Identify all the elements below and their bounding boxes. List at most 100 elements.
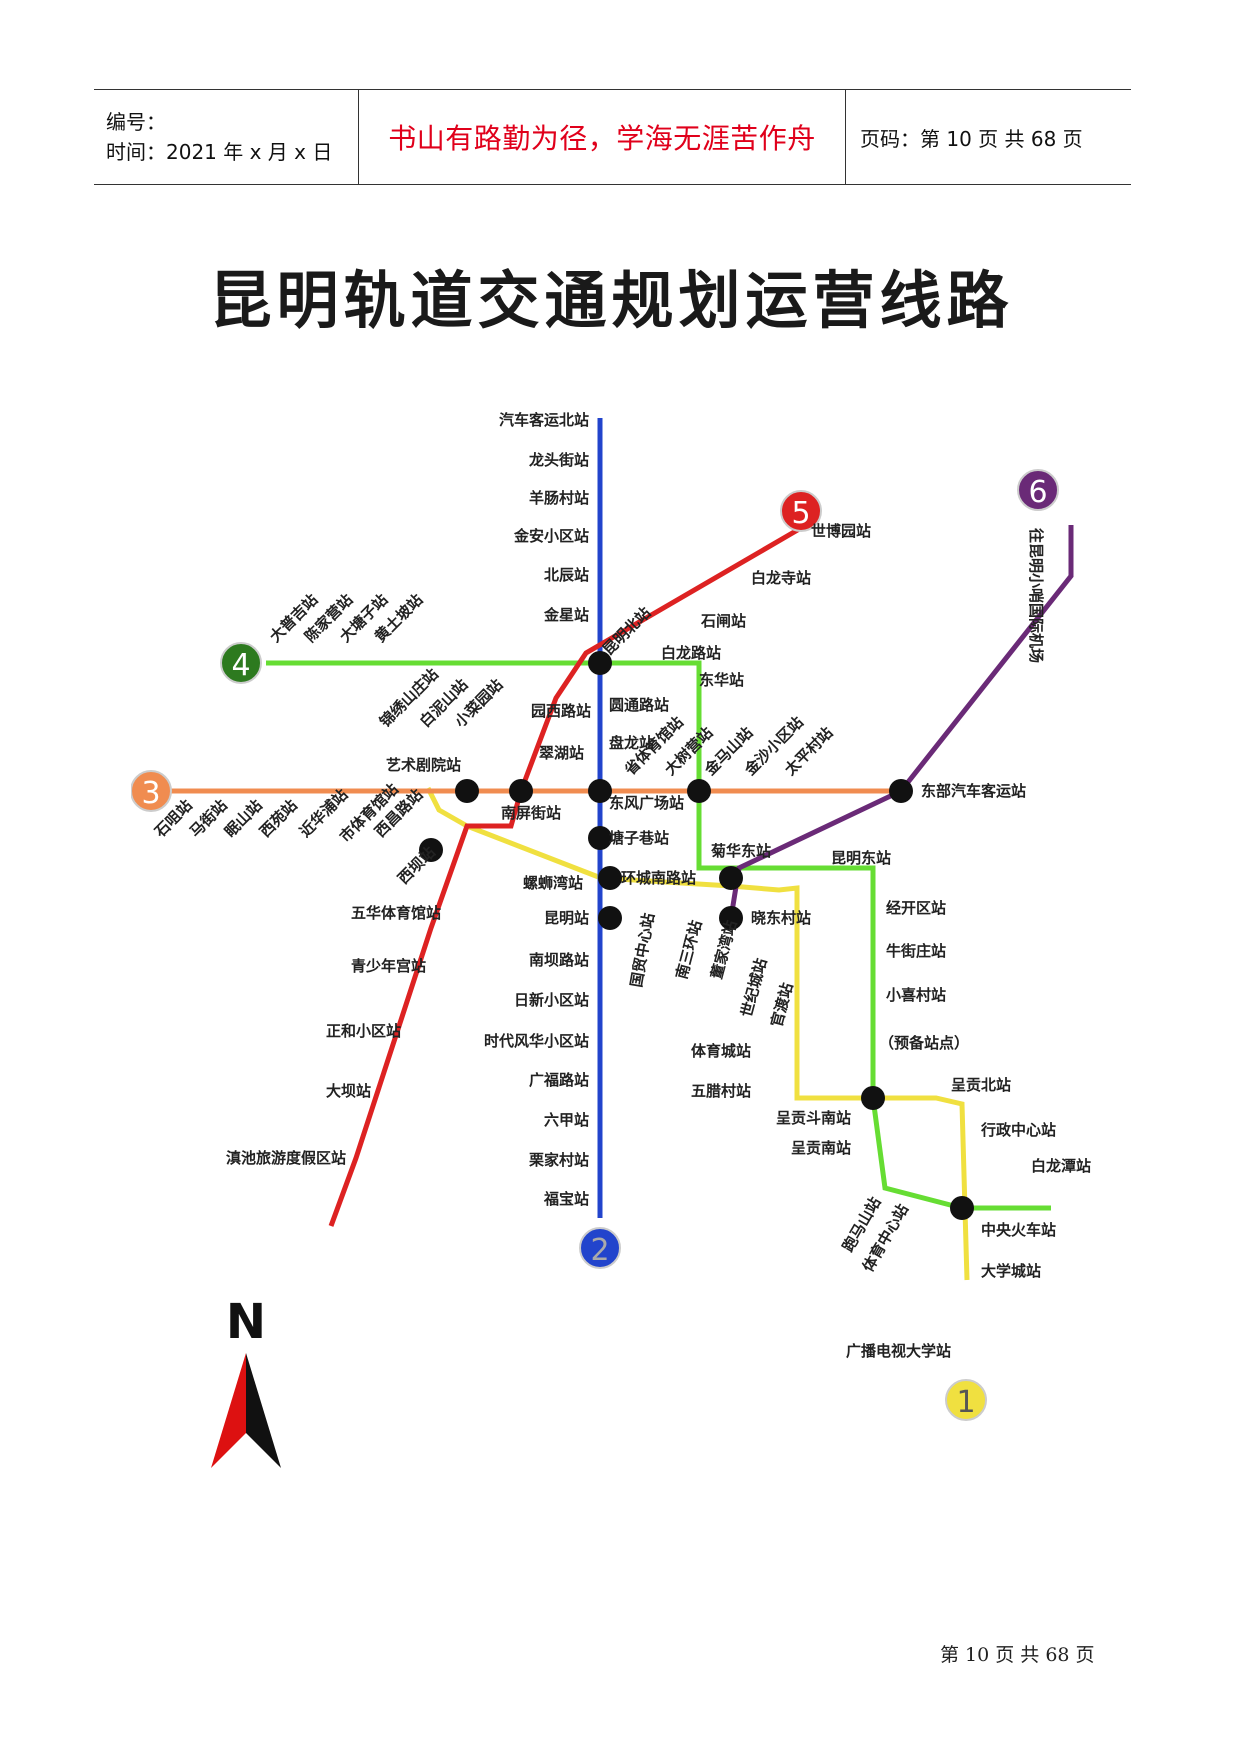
line5_stations-label: 青少年宫站 — [351, 957, 426, 975]
north-arrow-left-half — [211, 1353, 246, 1468]
line5_stations-label: 白龙路站 — [661, 644, 721, 662]
metro-map-graphic: 1 2 3 4 5 6 N 汽车客运北站龙头街站羊肠村站金安小区站北辰站金星站圆… — [131, 411, 1091, 1468]
line1_stations-label: 广播电视大学站 — [846, 1342, 951, 1360]
page-info-text: 页码：第 10 页 共 68 页 — [860, 126, 1083, 151]
line1_stations-label: 呈贡北站 — [951, 1076, 1011, 1094]
line2_stations-label: 时代风华小区站 — [484, 1032, 589, 1050]
interchange-east-bus — [889, 779, 913, 803]
interchange-shengtiyu — [687, 779, 711, 803]
line-badge-6-label: 6 — [1028, 475, 1047, 510]
line-badge-6: 6 — [1017, 469, 1059, 511]
line1_stations-label: 体育城站 — [691, 1042, 751, 1060]
interchange-huancheng — [598, 866, 622, 890]
interchange-stations — [419, 651, 974, 1220]
line2_stations-label: 六甲站 — [544, 1111, 589, 1129]
other_stations-label: 经开区站 — [886, 899, 946, 917]
interchange-nanping — [509, 779, 533, 803]
line5_stations-label: 滇池旅游度假区站 — [226, 1149, 346, 1167]
line-badge-5: 5 — [780, 490, 822, 532]
line2_stations-label: 金安小区站 — [513, 527, 589, 545]
line1-track — [466, 823, 970, 1281]
line-badge-4-label: 4 — [231, 648, 250, 683]
line1_stations-label: 南三环站 — [672, 918, 705, 981]
interchange-xiaodong — [719, 906, 743, 930]
line3_stations-label: 眠山站 — [221, 796, 266, 841]
line5_stations-label: 昆明北站 — [599, 604, 654, 659]
line1_stations-label: 螺蛳湾站 — [523, 874, 583, 892]
line-badge-1-label: 1 — [956, 1385, 975, 1420]
line2_stations-label: 北辰站 — [544, 566, 589, 584]
line2_stations-label: 圆通路站 — [609, 696, 669, 714]
other_stations-label: （预备站点） — [879, 1034, 969, 1052]
line1_stations-label: 呈贡南站 — [791, 1139, 851, 1157]
line-badge-3: 3 — [131, 770, 172, 812]
line-badge-3-label: 3 — [141, 776, 160, 811]
motto-text: 书山有路勤为径，学海无涯苦作舟 — [388, 122, 816, 155]
line1_stations-label: 世纪城站 — [737, 956, 770, 1019]
line2_stations-label: 金星站 — [543, 606, 589, 624]
line5_stations-label: 五华体育馆站 — [351, 904, 441, 922]
line1_stations-label: 大学城站 — [981, 1262, 1041, 1280]
line1_stations-label: 国贸中心站 — [627, 912, 658, 989]
interchange-juhua — [719, 866, 743, 890]
interchange-kunming-station — [598, 906, 622, 930]
line2_stations-label: 广福路站 — [529, 1071, 589, 1089]
line-badge-2: 2 — [579, 1227, 621, 1269]
line1_stations-label: 呈贡斗南站 — [776, 1109, 851, 1127]
line2_stations-label: 东风广场站 — [609, 794, 684, 812]
line1_stations-label: 行政中心站 — [980, 1121, 1056, 1139]
line2_stations-label: 盘龙站 — [609, 734, 654, 752]
other_stations-label: 小喜村站 — [886, 986, 946, 1004]
line1-branch — [425, 786, 469, 829]
line1_stations-label: 董家湾站 — [707, 918, 740, 981]
line-badge-4: 4 — [220, 642, 262, 684]
line-badge-1: 1 — [945, 1379, 987, 1421]
header-motto-cell: 书山有路勤为径，学海无涯苦作舟 — [358, 90, 846, 184]
line3_stations-label: 马街站 — [186, 796, 231, 841]
north-arrow-icon: N — [211, 1294, 281, 1468]
north-label: N — [226, 1294, 266, 1350]
map-title: 昆明轨道交通规划运营线路 — [209, 264, 1014, 337]
line3_stations-label: 南屏街站 — [501, 804, 561, 822]
line2_stations-label: 昆明站 — [544, 909, 589, 927]
line5_stations-label: 白龙寺站 — [751, 569, 811, 587]
line2_stations-label: 羊肠村站 — [529, 489, 589, 507]
line-badge-5-label: 5 — [791, 496, 810, 531]
line1_stations-label: 中央火车站 — [981, 1221, 1056, 1239]
date-label: 时间：2021 年 x 月 x 日 — [106, 140, 333, 164]
interchange-art-theater — [455, 779, 479, 803]
north-arrow-right-half — [246, 1353, 281, 1468]
line2_stations-label: 龙头街站 — [528, 451, 589, 469]
interchange-dongfeng — [588, 779, 612, 803]
line5-track — [328, 525, 803, 1227]
line5_stations-label: 石闸站 — [700, 612, 746, 630]
line2_stations-label: 塘子巷站 — [609, 829, 669, 847]
line5_stations-label: 园西路站 — [531, 702, 591, 720]
interchange-central-rail — [950, 1196, 974, 1220]
line2_stations-label: 日新小区站 — [514, 991, 589, 1009]
interchange-xiba — [419, 838, 443, 862]
line1_stations-label: 白龙潭站 — [1031, 1157, 1091, 1175]
serial-number-label: 编号： — [106, 110, 166, 134]
line3_stations-label: 东部汽车客运站 — [921, 782, 1026, 800]
line2_stations-label: 环城南路站 — [621, 869, 696, 887]
line6_stations-label: 往昆明小哨国际机场 — [1027, 528, 1045, 663]
line5_stations-label: 正和小区站 — [326, 1022, 401, 1040]
station-labels: 汽车客运北站龙头街站羊肠村站金安小区站北辰站金星站圆通路站盘龙站东风广场站塘子巷… — [150, 411, 1091, 1360]
interchange-chenggong — [861, 1086, 885, 1110]
line4-track — [266, 660, 1051, 1211]
line6_stations-label: 菊华东站 — [711, 842, 771, 860]
other_stations-label: 牛街庄站 — [886, 942, 946, 960]
line6_stations-label: 昆明东站 — [831, 849, 891, 867]
line3_stations-label: 西苑站 — [256, 796, 301, 841]
line-badge-2-label: 2 — [590, 1233, 609, 1268]
metro-map: 昆明轨道交通规划运营线路 — [131, 228, 1092, 1468]
line6_stations-label: 东华站 — [699, 671, 744, 689]
line3_stations-label: 艺术剧院站 — [386, 756, 461, 774]
document-header: 编号： 时间：2021 年 x 月 x 日 书山有路勤为径，学海无涯苦作舟 页码… — [94, 89, 1131, 185]
header-page-info: 页码：第 10 页 共 68 页 — [846, 90, 1131, 184]
interchange-kunming-north — [588, 651, 612, 675]
line5_stations-label: 大坝站 — [326, 1082, 371, 1100]
line1_stations-label: 官渡站 — [767, 981, 796, 1029]
interchange-tangzixiang — [588, 826, 612, 850]
